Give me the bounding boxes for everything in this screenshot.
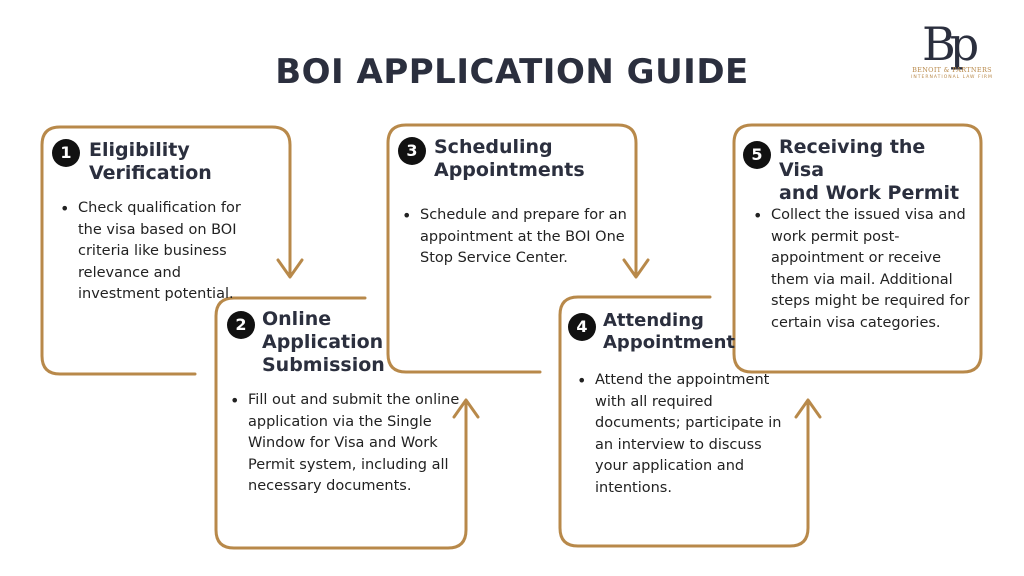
step-2-number-badge: 2 bbox=[227, 311, 255, 339]
step-2-heading: Online Application Submission bbox=[262, 308, 385, 376]
step-3-description: Schedule and prepare for an appointment … bbox=[402, 205, 638, 270]
firm-logo: Bp BENOIT & PARTNERS INTERNATIONAL LAW F… bbox=[900, 18, 1000, 98]
step-1-heading: Eligibility Verification bbox=[89, 139, 212, 184]
step-2-description: Fill out and submit the online applicati… bbox=[230, 390, 466, 498]
step-4-number-badge: 4 bbox=[568, 313, 596, 341]
step-3-heading: Scheduling Appointments bbox=[434, 136, 585, 181]
step-4-heading: Attending Appointment bbox=[603, 310, 736, 353]
step-4-frame bbox=[558, 295, 810, 548]
logo-tagline: INTERNATIONAL LAW FIRM bbox=[911, 75, 993, 80]
logo-firm-name: BENOIT & PARTNERS bbox=[912, 66, 992, 74]
step-4-description: Attend the appointment with all required… bbox=[577, 370, 795, 499]
step-1-frame bbox=[40, 125, 292, 376]
step-1-arrowhead bbox=[276, 258, 304, 279]
page-title: BOI APPLICATION GUIDE bbox=[275, 52, 749, 92]
step-3-frame bbox=[386, 123, 638, 374]
step-3-number-badge: 3 bbox=[398, 137, 426, 165]
step-4-arrowhead bbox=[794, 398, 822, 419]
step-1-number-badge: 1 bbox=[52, 139, 80, 167]
step-5-frame bbox=[732, 123, 983, 374]
step-5-description: Collect the issued visa and work permit … bbox=[753, 205, 981, 334]
step-5-number-badge: 5 bbox=[743, 141, 771, 169]
step-5-heading: Receiving the Visa and Work Permit bbox=[779, 136, 960, 204]
step-1-description: Check qualification for the visa based o… bbox=[60, 198, 263, 306]
logo-monogram: Bp bbox=[922, 17, 979, 71]
